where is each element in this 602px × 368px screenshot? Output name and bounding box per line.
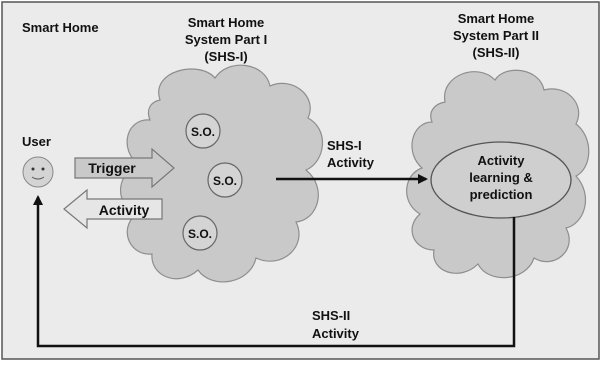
shs2-activity-line2: Activity — [312, 326, 360, 341]
shs2-title-line3: (SHS-II) — [473, 45, 520, 60]
trigger-arrow: Trigger — [74, 147, 175, 189]
ellipse-line3: prediction — [470, 187, 533, 202]
smart-home-label: Smart Home — [22, 20, 99, 35]
smart-object-3-label: S.O. — [188, 227, 212, 241]
shs2-activity-line1: SHS-II — [312, 308, 350, 323]
shs2-activity-arrow — [33, 195, 516, 348]
shs1-activity-line1: SHS-I — [327, 138, 362, 153]
user-face-icon — [22, 156, 54, 188]
smart-object-2-label: S.O. — [213, 174, 237, 188]
shs1-title-line2: System Part I — [185, 32, 267, 47]
ellipse-line2: learning & — [469, 170, 533, 185]
ellipse-line1: Activity — [478, 153, 526, 168]
smart-object-2: S.O. — [207, 162, 243, 198]
activity-left-label: Activity — [99, 202, 150, 218]
shs2-title-line1: Smart Home — [458, 11, 535, 26]
shs1-title-line3: (SHS-I) — [204, 49, 247, 64]
shs1-title-line1: Smart Home — [188, 15, 265, 30]
smart-object-3: S.O. — [182, 215, 218, 251]
smart-object-1: S.O. — [185, 113, 221, 149]
activity-learning-ellipse: Activity learning & prediction — [430, 141, 572, 219]
shs2-title-line2: System Part II — [453, 28, 539, 43]
shs1-title: Smart Home System Part I (SHS-I) — [185, 15, 267, 64]
shs2-title: Smart Home System Part II (SHS-II) — [453, 11, 539, 60]
shs1-activity-line2: Activity — [327, 155, 375, 170]
user-label: User — [22, 134, 51, 149]
trigger-label: Trigger — [88, 160, 136, 176]
smart-object-1-label: S.O. — [191, 125, 215, 139]
activity-arrow-left: Activity — [63, 188, 163, 230]
